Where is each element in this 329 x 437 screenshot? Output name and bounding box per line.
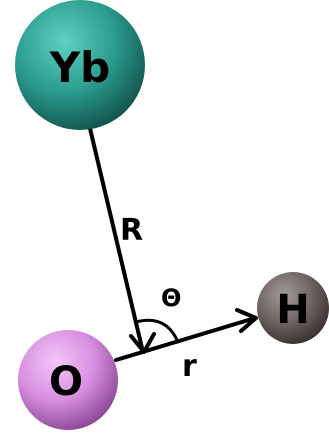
bond-length-r-label: r bbox=[182, 349, 197, 384]
yb-atom-label: Yb bbox=[49, 43, 110, 92]
yb-atom: Yb bbox=[15, 0, 145, 130]
o-h-arrowhead bbox=[235, 308, 258, 333]
o-atom-sphere bbox=[18, 330, 118, 430]
o-atom-label: O bbox=[49, 359, 83, 405]
o-atom: O bbox=[18, 330, 118, 430]
h-atom-label: H bbox=[276, 287, 309, 333]
angle-theta-label: Θ bbox=[161, 284, 181, 312]
bond-length-R-label: R bbox=[120, 213, 143, 248]
h-atom: H bbox=[257, 272, 329, 344]
h-atom-sphere bbox=[257, 272, 329, 344]
o-h-bond bbox=[114, 316, 257, 362]
yb-o-bond bbox=[86, 118, 144, 350]
yb-atom-sphere bbox=[15, 0, 145, 130]
theta-angle-arc bbox=[134, 318, 180, 344]
